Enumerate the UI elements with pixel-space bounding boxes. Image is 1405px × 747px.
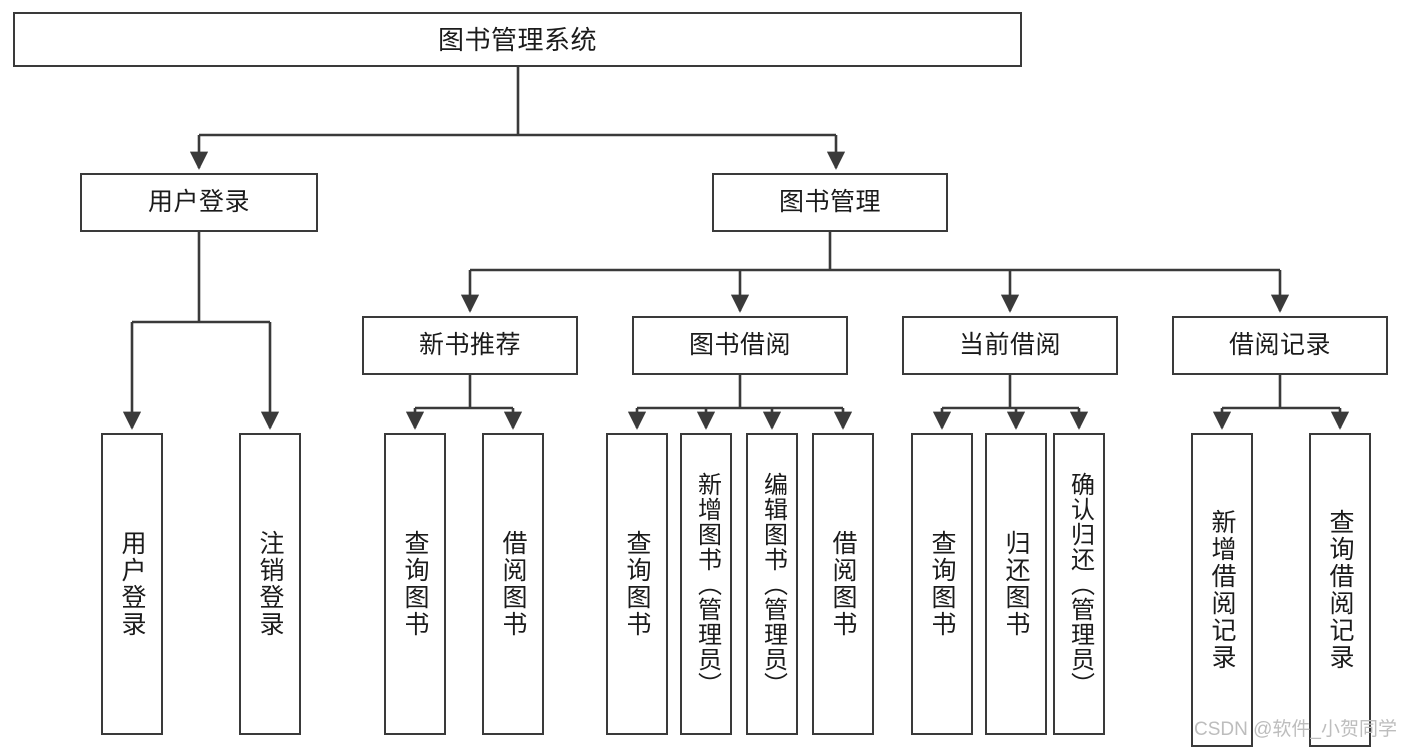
node-leaf-query-book-recommend-label: 查询图书: [401, 530, 429, 638]
node-leaf-query-borrow-record-label: 查询借阅记录: [1326, 509, 1354, 671]
node-leaf-confirm-return-admin-label: 确认归还（管理员）: [1066, 471, 1094, 697]
node-root[interactable]: 图书管理系统: [13, 12, 1022, 67]
node-leaf-borrow-book[interactable]: 借阅图书: [812, 433, 874, 735]
node-leaf-logout-label: 注销登录: [256, 530, 284, 638]
node-user-login[interactable]: 用户登录: [80, 173, 318, 232]
node-leaf-logout[interactable]: 注销登录: [239, 433, 301, 735]
node-leaf-borrow-book-recommend-label: 借阅图书: [499, 530, 527, 638]
csdn-watermark: CSDN @软件_小贺同学: [1194, 719, 1397, 740]
node-leaf-borrow-book-label: 借阅图书: [829, 530, 857, 638]
node-leaf-query-book-borrow-label: 查询图书: [623, 530, 651, 638]
node-new-book-recommend[interactable]: 新书推荐: [362, 316, 578, 375]
node-borrow-record-label: 借阅记录: [1228, 331, 1331, 359]
node-leaf-query-book-borrow[interactable]: 查询图书: [606, 433, 668, 735]
node-leaf-add-borrow-record-label: 新增借阅记录: [1208, 509, 1236, 671]
node-leaf-user-login-label: 用户登录: [118, 530, 146, 638]
node-leaf-edit-book-admin[interactable]: 编辑图书（管理员）: [746, 433, 798, 735]
node-leaf-edit-book-admin-label: 编辑图书（管理员）: [759, 471, 787, 697]
node-leaf-return-book[interactable]: 归还图书: [985, 433, 1047, 735]
node-book-borrow[interactable]: 图书借阅: [632, 316, 848, 375]
node-borrow-record[interactable]: 借阅记录: [1172, 316, 1388, 375]
node-leaf-query-book-current-label: 查询图书: [928, 530, 956, 638]
node-leaf-return-book-label: 归还图书: [1002, 530, 1030, 638]
node-leaf-query-borrow-record[interactable]: 查询借阅记录: [1309, 433, 1371, 747]
node-book-management[interactable]: 图书管理: [712, 173, 948, 232]
node-current-borrow[interactable]: 当前借阅: [902, 316, 1118, 375]
node-new-book-recommend-label: 新书推荐: [418, 331, 521, 359]
node-leaf-borrow-book-recommend[interactable]: 借阅图书: [482, 433, 544, 735]
node-leaf-add-borrow-record[interactable]: 新增借阅记录: [1191, 433, 1253, 747]
node-leaf-user-login[interactable]: 用户登录: [101, 433, 163, 735]
node-leaf-add-book-admin[interactable]: 新增图书（管理员）: [680, 433, 732, 735]
node-book-management-label: 图书管理: [778, 188, 881, 216]
node-leaf-add-book-admin-label: 新增图书（管理员）: [693, 471, 721, 697]
node-leaf-query-book-current[interactable]: 查询图书: [911, 433, 973, 735]
node-user-login-label: 用户登录: [147, 188, 250, 216]
node-current-borrow-label: 当前借阅: [958, 331, 1061, 359]
node-leaf-query-book-recommend[interactable]: 查询图书: [384, 433, 446, 735]
node-book-borrow-label: 图书借阅: [688, 331, 791, 359]
node-leaf-confirm-return-admin[interactable]: 确认归还（管理员）: [1053, 433, 1105, 735]
node-root-label: 图书管理系统: [437, 24, 597, 55]
